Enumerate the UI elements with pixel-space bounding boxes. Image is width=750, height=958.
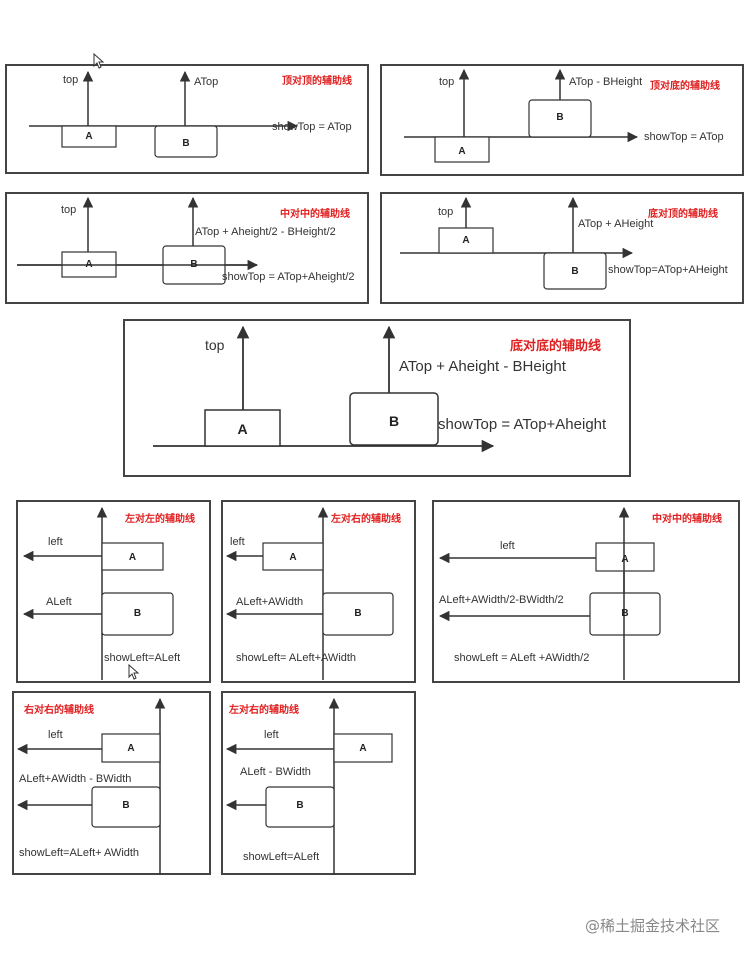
panel-left-to-left: A B left ALeft 左对左的辅助线 showLeft=ALeft bbox=[16, 500, 211, 683]
box-a-label: A bbox=[458, 146, 466, 157]
box-b-label: B bbox=[571, 266, 579, 277]
diagram-left-to-right bbox=[225, 506, 394, 680]
box-b-label: B bbox=[190, 259, 198, 270]
diagram-left-to-left bbox=[22, 506, 174, 680]
show-formula: showLeft = ALeft +AWidth/2 bbox=[454, 652, 590, 664]
formula-label: ALeft+AWidth - BWidth bbox=[19, 773, 132, 785]
box-a-label: A bbox=[127, 743, 135, 754]
panel-title: 左对右的辅助线 bbox=[229, 705, 299, 716]
box-b-label: B bbox=[122, 800, 130, 811]
formula-label: ALeft+AWidth bbox=[236, 596, 304, 608]
formula-label: ATop - BHeight bbox=[569, 76, 643, 88]
panel-center-to-center-vertical: A B top ATop + Aheight/2 - BHeight/2 中对中… bbox=[5, 192, 369, 304]
left-label: left bbox=[48, 536, 63, 548]
box-b-label: B bbox=[296, 800, 304, 811]
diagram-center-vertical bbox=[17, 196, 259, 285]
formula-label: ATop + Aheight - BHeight bbox=[399, 358, 566, 375]
formula-label: ALeft+AWidth/2-BWidth/2 bbox=[439, 594, 564, 606]
panel-center-to-center-horizontal: A B left ALeft+AWidth/2-BWidth/2 中对中的辅助线… bbox=[432, 500, 740, 683]
cursor-arrow-icon bbox=[93, 53, 105, 69]
box-a-label: A bbox=[462, 235, 470, 246]
show-formula: showTop = ATop+Aheight/2 bbox=[222, 271, 355, 283]
box-b-label: B bbox=[556, 112, 564, 123]
diagram-left-to-right-b bbox=[225, 697, 393, 875]
show-formula: showTop = ATop+Aheight bbox=[438, 416, 607, 433]
box-b-label: B bbox=[621, 608, 629, 619]
box-a-label: A bbox=[237, 421, 248, 437]
panel-left-to-right-b: A B left ALeft - BWidth 左对右的辅助线 showLeft… bbox=[221, 691, 416, 875]
top-label: top bbox=[438, 206, 454, 218]
top-label: top bbox=[61, 204, 77, 216]
box-a-label: A bbox=[128, 552, 137, 563]
formula-label: ALeft bbox=[46, 596, 72, 608]
panel-bottom-to-bottom: A B top ATop + Aheight - BHeight 底对底的辅助线… bbox=[123, 319, 631, 477]
panel-title: 左对右的辅助线 bbox=[331, 514, 401, 525]
box-a-label: A bbox=[621, 554, 629, 565]
box-b-label: B bbox=[354, 608, 362, 619]
watermark: @稀土掘金技术社区 bbox=[585, 917, 721, 935]
panel-title: 左对左的辅助线 bbox=[125, 514, 195, 525]
cursor-arrow-icon bbox=[128, 664, 140, 680]
formula-label: ALeft - BWidth bbox=[240, 766, 311, 778]
box-a-label: A bbox=[85, 131, 93, 142]
diagram-top-to-bottom bbox=[404, 68, 639, 163]
panel-top-to-top: A B top ATop 顶对顶的辅助线 showTop = ATop bbox=[5, 64, 369, 174]
left-label: left bbox=[230, 536, 245, 548]
formula-label: ATop + Aheight/2 - BHeight/2 bbox=[195, 226, 336, 238]
diagram-right-to-right bbox=[16, 697, 166, 875]
show-formula: showTop=ATop+AHeight bbox=[608, 264, 728, 276]
show-formula: showTop = ATop bbox=[644, 131, 724, 143]
top-label: top bbox=[63, 74, 79, 86]
diagram-center-horizontal bbox=[438, 506, 661, 680]
panel-title: 底对顶的辅助线 bbox=[648, 209, 718, 220]
box-b-label: B bbox=[388, 413, 400, 429]
panel-bottom-to-top: A B top ATop + AHeight 底对顶的辅助线 showTop=A… bbox=[380, 192, 744, 304]
diagram-bottom-to-top bbox=[400, 196, 634, 290]
left-label: left bbox=[48, 729, 63, 741]
box-a-label: A bbox=[359, 743, 367, 754]
show-formula: showLeft= ALeft+AWidth bbox=[236, 652, 357, 664]
box-a-label: A bbox=[85, 259, 93, 270]
top-label: top bbox=[439, 76, 455, 88]
box-b-label: B bbox=[182, 138, 190, 149]
diagram-top-to-top bbox=[29, 70, 299, 158]
panel-title: 中对中的辅助线 bbox=[280, 209, 350, 220]
panel-title: 顶对顶的辅助线 bbox=[282, 76, 352, 87]
top-label: top bbox=[205, 337, 225, 353]
panel-title: 顶对底的辅助线 bbox=[650, 81, 720, 92]
left-label: left bbox=[500, 540, 515, 552]
panel-right-to-right: A B left ALeft+AWidth - BWidth 右对右的辅助线 s… bbox=[12, 691, 211, 875]
show-formula: showLeft=ALeft bbox=[243, 851, 320, 863]
box-a-label: A bbox=[289, 552, 297, 563]
show-formula: showLeft=ALeft+ AWidth bbox=[19, 847, 140, 859]
diagram-bottom-to-bottom bbox=[153, 325, 495, 453]
atop-label: ATop bbox=[194, 76, 219, 88]
box-b-label: B bbox=[133, 608, 142, 619]
panel-top-to-bottom: A B top ATop - BHeight 顶对底的辅助线 showTop =… bbox=[380, 64, 744, 176]
left-label: left bbox=[264, 729, 279, 741]
show-formula: showTop = ATop bbox=[272, 121, 352, 133]
panel-title: 中对中的辅助线 bbox=[652, 514, 722, 525]
show-formula: showLeft=ALeft bbox=[104, 652, 181, 664]
formula-label: ATop + AHeight bbox=[578, 218, 654, 230]
panel-title: 右对右的辅助线 bbox=[24, 705, 94, 716]
panel-title: 底对底的辅助线 bbox=[510, 338, 602, 353]
panel-left-to-right: A B left ALeft+AWidth 左对右的辅助线 showLeft= … bbox=[221, 500, 416, 683]
